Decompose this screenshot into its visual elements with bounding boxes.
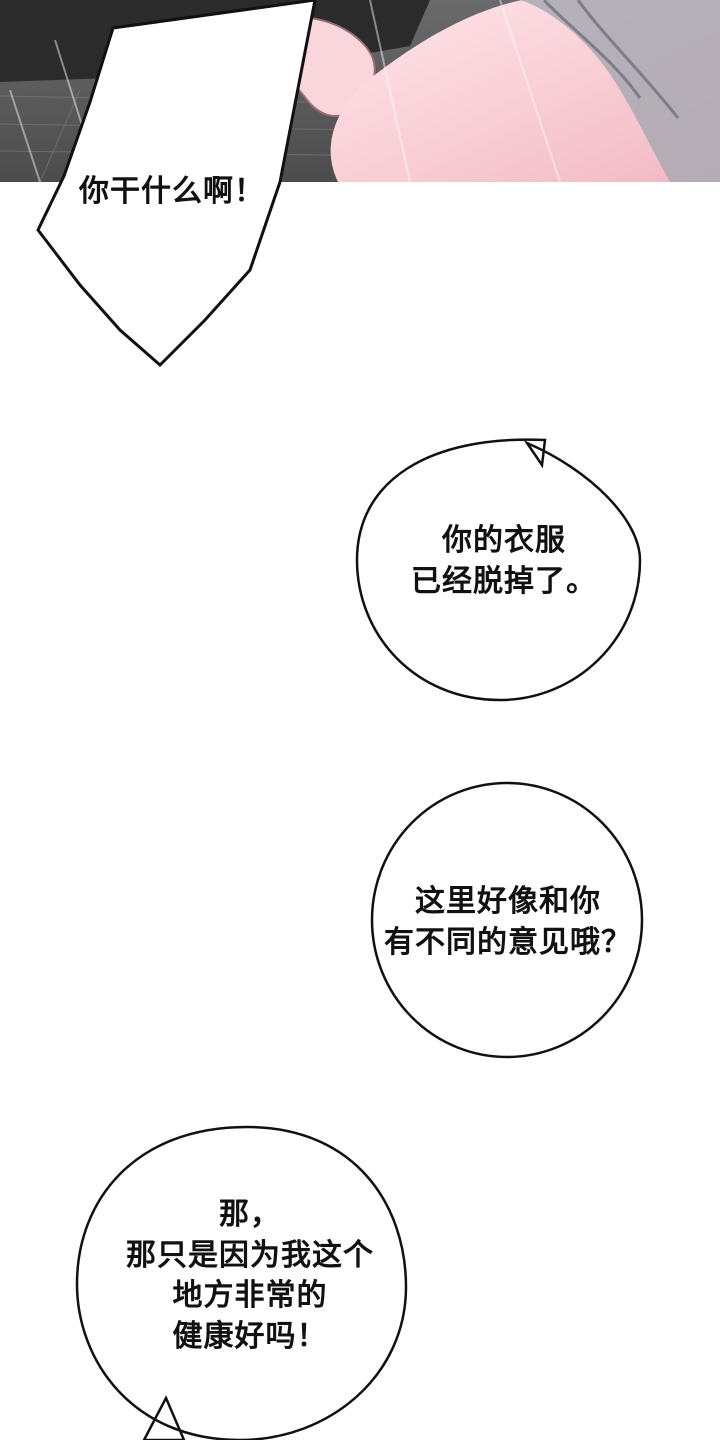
dialogue-text: 你干什么啊！	[62, 172, 282, 213]
dialogue-line: 有不同的意见哦？	[384, 924, 632, 960]
dialogue-text: 那， 那只是因为我这个 地方非常的 健康好吗！	[102, 1195, 398, 1357]
dialogue-text: 这里好像和你 有不同的意见哦？	[378, 882, 638, 963]
dialogue-line: 你干什么啊！	[79, 174, 265, 209]
dialogue-line: 那，	[219, 1197, 281, 1232]
dialogue-line: 地方非常的	[172, 1278, 328, 1313]
dialogue-line: 已经脱掉了。	[411, 563, 597, 599]
fabric-sheet	[520, 0, 720, 182]
dialogue-line: 那只是因为我这个	[126, 1237, 374, 1273]
fabric-fold	[576, 0, 680, 119]
dialogue-line: 你的衣服	[442, 523, 566, 558]
comic-panel-illustration	[0, 0, 720, 182]
fabric-fold	[542, 0, 642, 99]
dialogue-line: 健康好吗！	[172, 1318, 328, 1354]
dialogue-line: 这里好像和你	[415, 884, 601, 919]
dialogue-text: 你的衣服 已经脱掉了。	[384, 521, 624, 602]
jacket-button	[192, 64, 204, 76]
jacket-button	[206, 60, 218, 72]
panel-artwork	[0, 0, 720, 182]
